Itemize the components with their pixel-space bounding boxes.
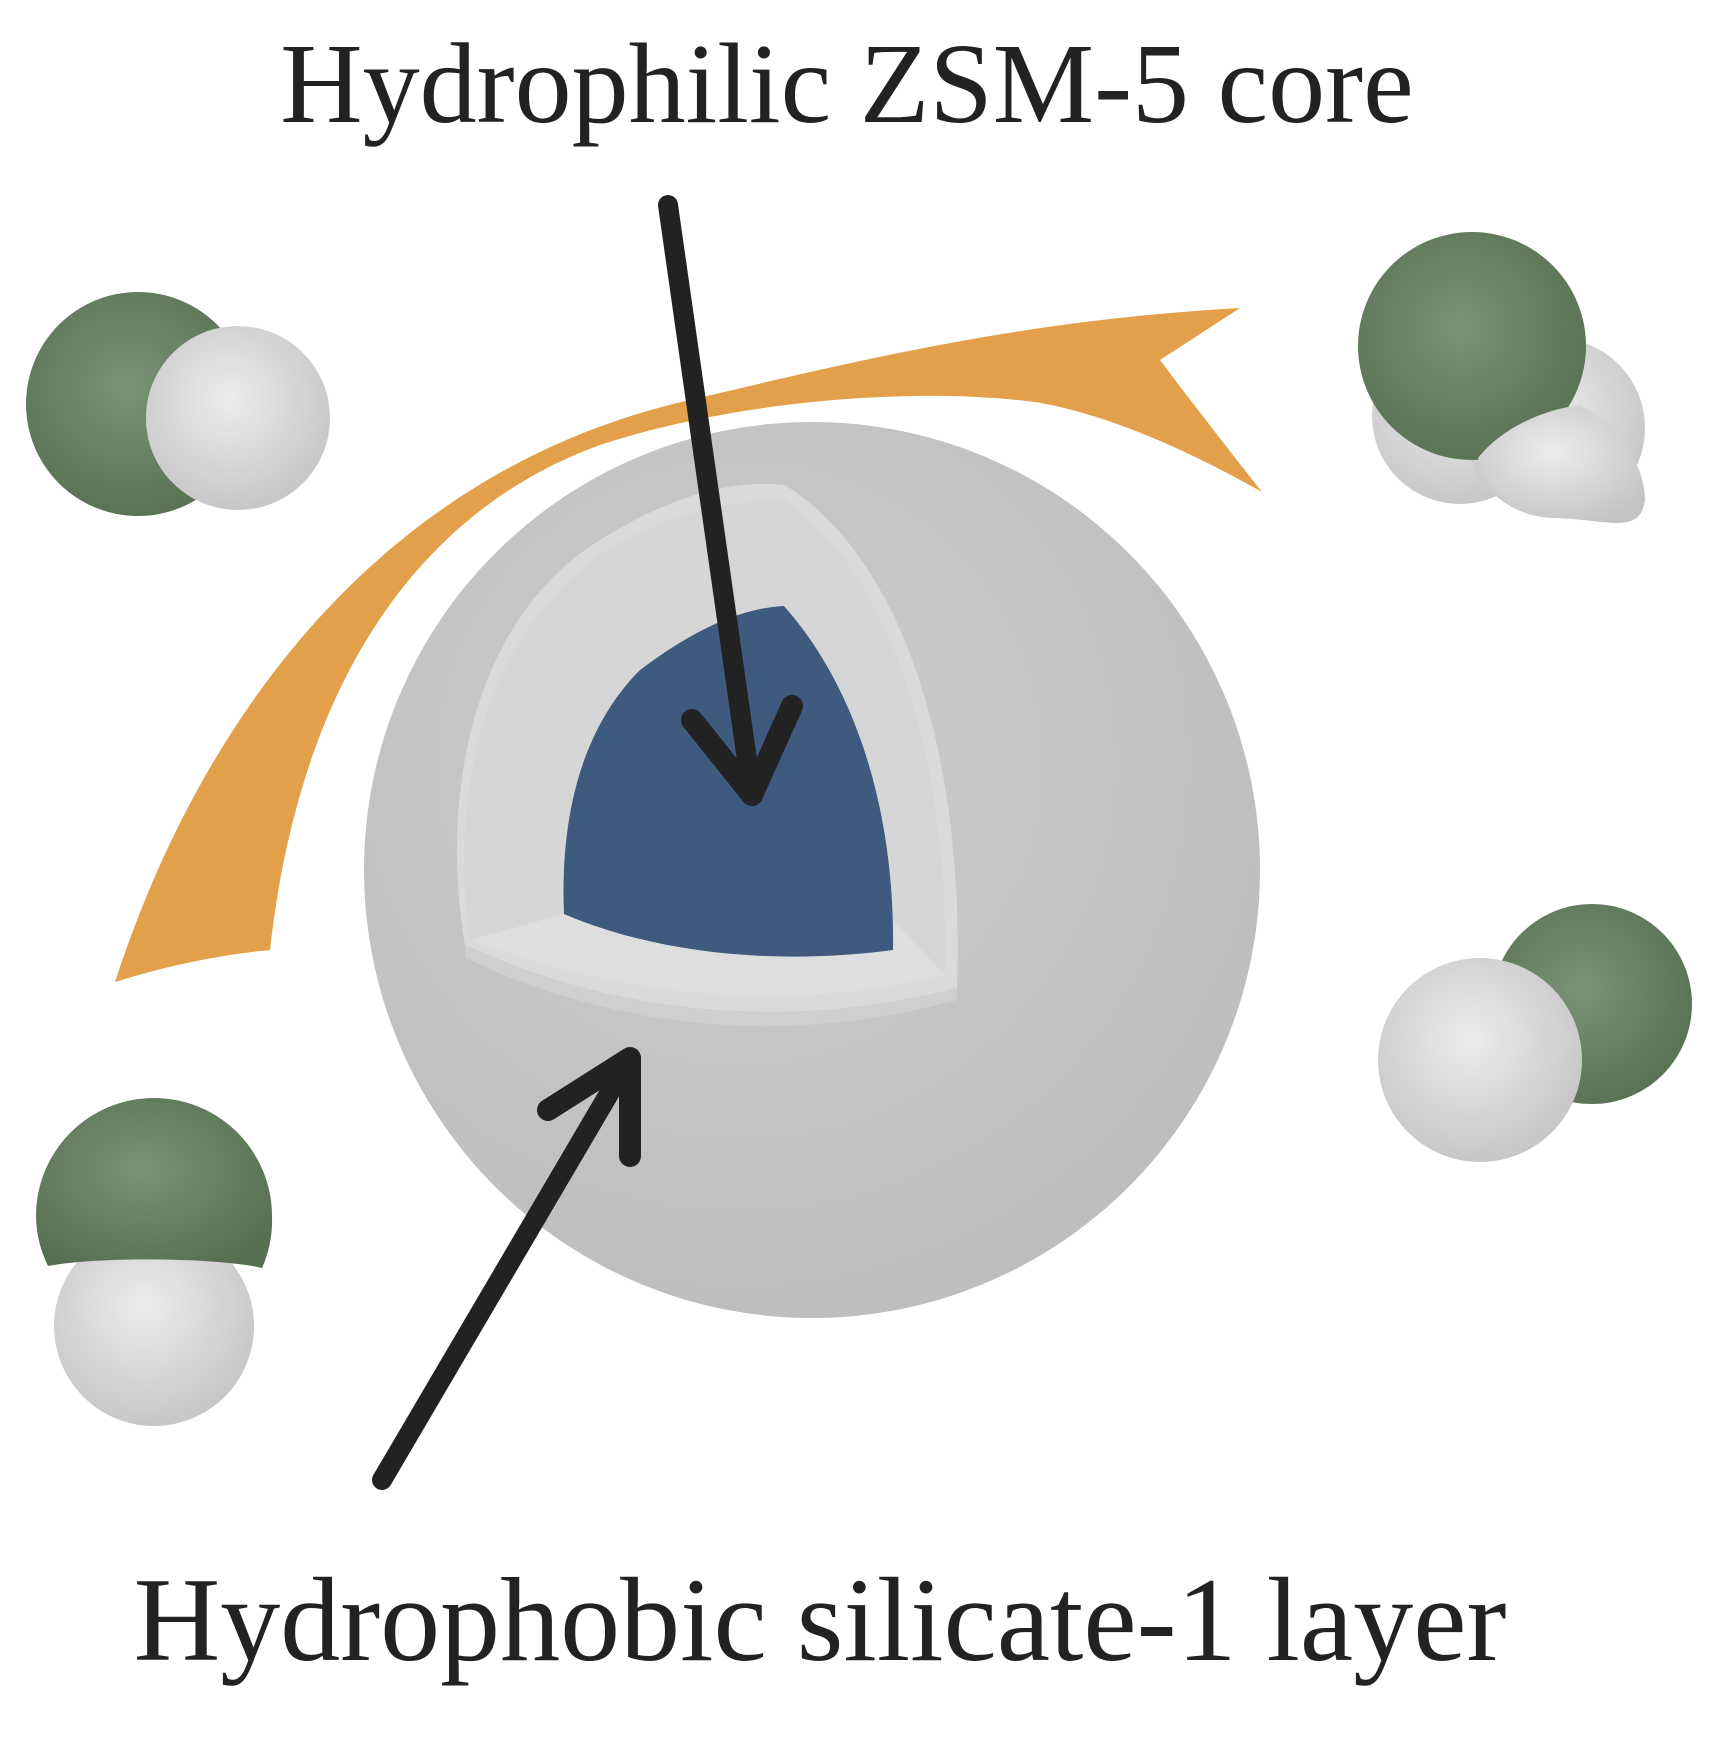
shell-cutaway-edge [465,945,957,1027]
hydrogen-atom-overlap [146,326,250,510]
core-label: Hydrophilic ZSM-5 core [280,20,1413,147]
hydrogen-atom-front [1478,405,1645,523]
hydrogen-atom [54,1226,254,1426]
water-molecule-icon [1358,232,1645,523]
water-molecule-icon [36,1098,273,1426]
hydrogen-atom [1378,958,1582,1162]
water-molecule-icon [1378,904,1692,1162]
deflection-arrow [115,308,1262,982]
water-molecule-icon [26,292,330,516]
shell-label: Hydrophobic silicate-1 layer [134,1553,1507,1686]
oxygen-atom [36,1098,273,1268]
oxygen-atom [1358,232,1586,460]
shell-pointer-arrow [372,1047,641,1490]
core-pointer-arrow [658,195,803,806]
